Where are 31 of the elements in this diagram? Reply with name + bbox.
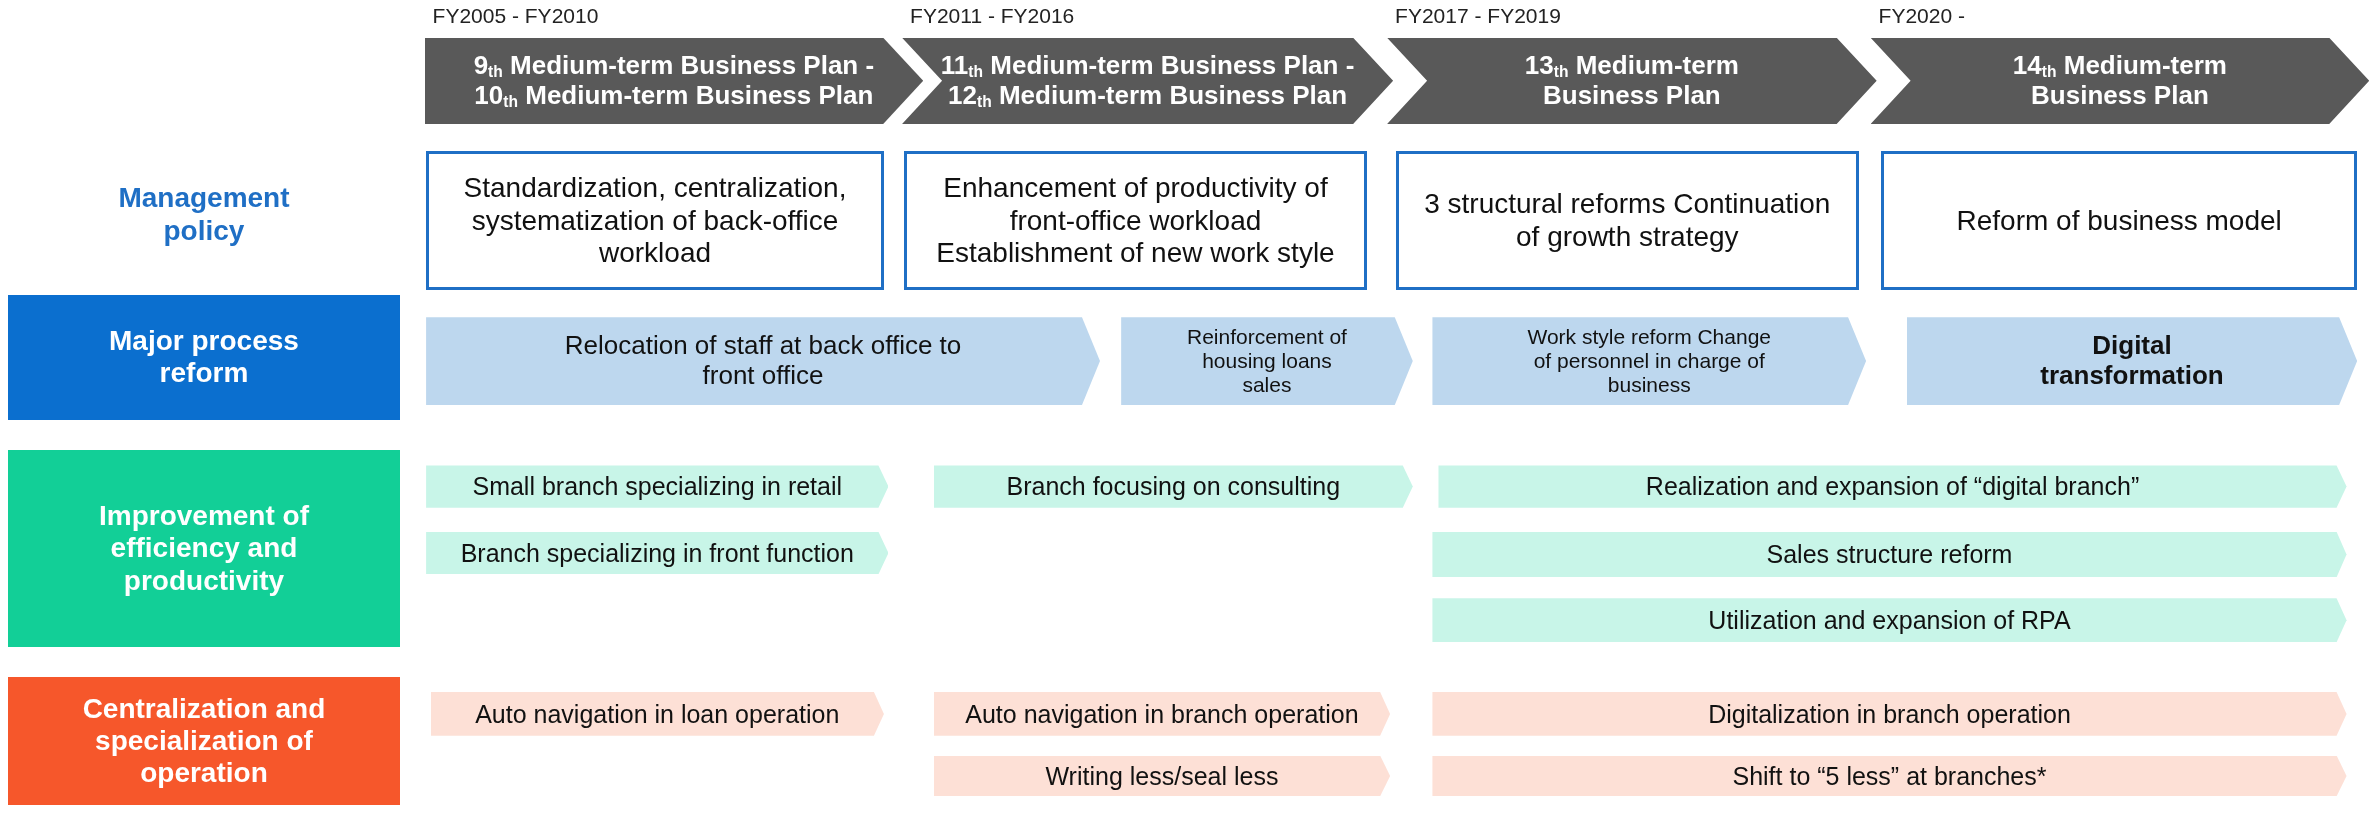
initiative-banner: Branch specializing in front function bbox=[426, 531, 889, 575]
process-banner: Work style reform Change of personnel in charge of business bbox=[1432, 317, 1867, 405]
plan-banner: 11$_{th}$ Medium-term Business Plan - 12$_{th}$ Medium-term Business Plan bbox=[902, 37, 1394, 124]
row-header: Centralization and specialization of operation bbox=[7, 676, 401, 806]
operation-banner: Digitalization in branch operation bbox=[1432, 692, 2347, 736]
policy-box: 3 structural reforms Continuation of growth strategy bbox=[1396, 151, 1859, 291]
initiative-banner: Small branch specializing in retail bbox=[426, 465, 889, 508]
row-header: Major process reform bbox=[7, 294, 401, 421]
plan-banner: 14$_{th}$ Medium-term Business Plan bbox=[1870, 37, 2369, 124]
row-header-text: Management policy bbox=[117, 181, 291, 248]
period-label: FY2017 - FY2019 bbox=[1395, 3, 1561, 28]
period-label: FY2020 - bbox=[1878, 3, 1965, 28]
row-header: Improvement of efficiency and productivity bbox=[7, 450, 401, 647]
initiative-banner: Realization and expansion of “digital branch” bbox=[1438, 465, 2347, 508]
operation-banner: Auto navigation in loan operation bbox=[430, 692, 884, 736]
period-label: FY2011 - FY2016 bbox=[910, 3, 1075, 28]
policy-box: Standardization, centralization, systematization of back-office workload bbox=[426, 151, 884, 291]
period-label: FY2005 - FY2010 bbox=[432, 3, 599, 28]
policy-box: Enhancement of productivity of front-office workload Establishment of new work style bbox=[903, 151, 1368, 291]
initiative-banner: Branch focusing on consulting bbox=[933, 465, 1413, 508]
policy-box: Reform of business model bbox=[1881, 151, 2358, 291]
process-banner: Relocation of staff at back office to front office bbox=[426, 317, 1100, 405]
initiative-banner: Utilization and expansion of RPA bbox=[1432, 598, 2347, 643]
process-banner: Digital transformation bbox=[1906, 317, 2358, 405]
operation-banner: Auto navigation in branch operation bbox=[933, 692, 1391, 736]
plan-banner: 9$_{th}$ Medium-term Business Plan - 10$_{th}$ Medium-term Business Plan bbox=[424, 37, 924, 124]
process-banner: Reinforcement of housing loans sales bbox=[1121, 317, 1413, 405]
initiative-banner: Sales structure reform bbox=[1432, 531, 2347, 578]
operation-banner: Writing less/seal less bbox=[933, 755, 1391, 797]
plan-banner: 13$_{th}$ Medium-term Business Plan bbox=[1387, 37, 1877, 124]
operation-banner: Shift to “5 less” at branches* bbox=[1432, 755, 2347, 797]
